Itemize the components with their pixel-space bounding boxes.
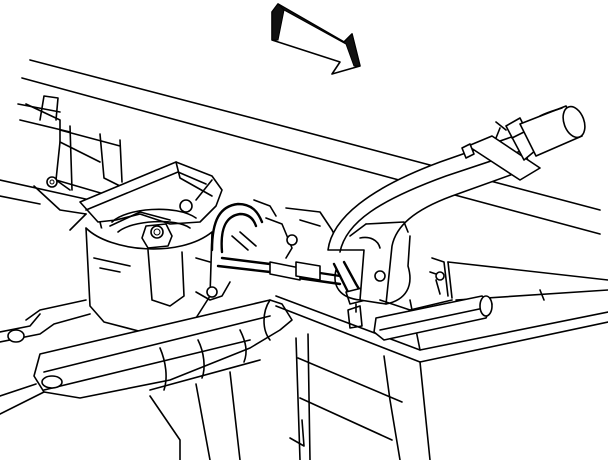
crossmember (0, 281, 293, 460)
right-frame-rail (275, 221, 608, 460)
left-bracket-assembly (25, 95, 123, 231)
transmission-mount (79, 161, 223, 335)
fluid-lines (210, 199, 367, 329)
large-tube (327, 105, 586, 305)
direction-arrow-icon (271, 3, 361, 75)
